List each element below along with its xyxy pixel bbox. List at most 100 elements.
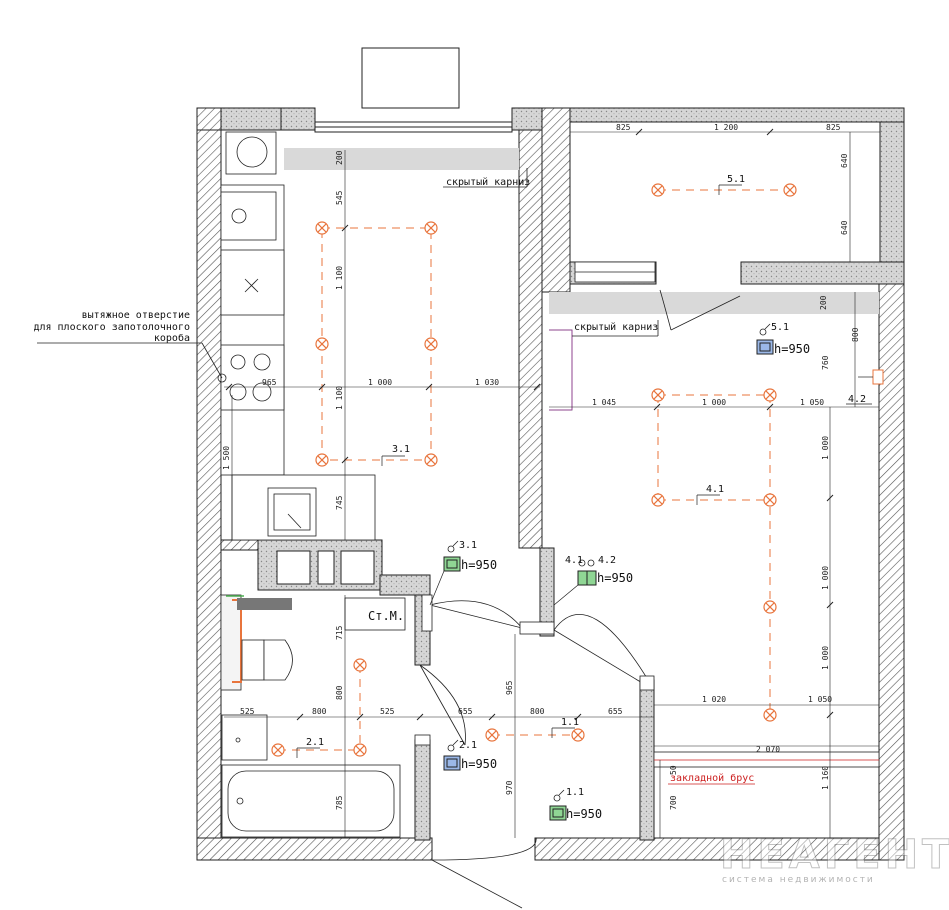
ceiling-lamp-icon [651,388,665,402]
ceiling-lamp-icon [485,728,499,742]
vent-label-line2: для плоского запотолочного [33,322,190,333]
ceiling-lamp-icon [763,600,777,614]
svg-text:1 000: 1 000 [702,398,726,407]
switch-5-1: 5.1 h=950 [756,322,810,356]
ceiling-lamp-icon [315,453,329,467]
svg-text:525: 525 [380,707,395,716]
ceiling-lamp-icon [424,453,438,467]
svg-text:785: 785 [335,795,344,810]
ceiling-lamp-icon [271,743,285,757]
wall-lamp-label: 4.2 [848,394,866,405]
light-group-label: 4.1 [706,484,724,495]
ceiling-lamp-icon [424,337,438,351]
svg-text:1 000: 1 000 [821,646,830,670]
vent-callout [37,342,227,383]
switch-height: h=950 [597,571,633,585]
switch-height: h=950 [461,757,497,771]
svg-text:825: 825 [616,123,631,132]
svg-text:760: 760 [821,355,830,370]
cornice-label-kitchen: скрытый карниз [446,176,530,188]
switch-id: 3.1 [459,540,477,551]
svg-text:800: 800 [312,707,327,716]
light-group-labels: 3.1 5.1 4.1 2.1 1.1 [296,174,745,758]
switch-id-2: 4.2 [598,555,616,566]
vent-label-line3: короба [154,332,190,344]
cornice-label-room: скрытый карниз [574,321,658,333]
ceiling-lamp-icon [651,493,665,507]
kitchen-window [314,47,513,133]
svg-text:1 050: 1 050 [800,398,824,407]
ceiling-lamp-icon [353,743,367,757]
svg-text:545: 545 [335,190,344,205]
ceiling-lamp-icon [763,388,777,402]
switch-id: 5.1 [771,322,789,333]
dimension-lines [224,131,880,838]
switch-height: h=950 [566,807,602,821]
svg-text:825: 825 [826,123,841,132]
watermark-brand: НЕАГЕНТ [720,832,949,878]
switch-3-1: 3.1 h=950 [429,540,497,606]
light-group-label: 2.1 [306,737,324,748]
light-group-label: 3.1 [392,444,410,455]
svg-text:800: 800 [335,685,344,700]
doors [414,594,655,909]
svg-text:640: 640 [840,153,849,168]
svg-text:200: 200 [819,295,828,310]
svg-text:800: 800 [530,707,545,716]
svg-text:50: 50 [669,765,678,775]
svg-text:655: 655 [608,707,623,716]
watermark: НЕАГЕНТ система недвижимости [720,832,949,886]
switch-id: 2.1 [459,740,477,751]
svg-text:715: 715 [335,625,344,640]
vent-label-line1: вытяжное отверстие [82,310,190,321]
dimension-ticks [225,128,834,721]
ceiling-lamp-icon [763,493,777,507]
svg-text:965: 965 [505,680,514,695]
light-group-label: 5.1 [727,174,745,185]
svg-text:1 000: 1 000 [821,566,830,590]
ceiling-lamp-icon [315,337,329,351]
svg-text:700: 700 [669,795,678,810]
svg-text:655: 655 [458,707,473,716]
svg-text:1 030: 1 030 [475,378,499,387]
light-group-label: 1.1 [561,717,579,728]
washer-label: Ст.М. [368,609,404,623]
wall-lamp-4-2: 4.2 [846,369,884,405]
svg-text:1 020: 1 020 [702,695,726,704]
switch-4-1-4-2: 4.1 4.2 h=950 [553,555,633,606]
svg-text:1 100: 1 100 [335,386,344,410]
ceiling-lamp-icon [651,183,665,197]
ceiling-lamps [271,183,797,757]
svg-text:525: 525 [240,707,255,716]
svg-text:800: 800 [851,327,860,342]
watermark-tagline: система недвижимости [722,875,875,885]
ceiling-lamp-icon [424,221,438,235]
dimension-texts: 825 1 200 825 640 640 200 545 1 100 1 10… [222,123,860,810]
switch-id: 1.1 [566,787,584,798]
svg-text:1 500: 1 500 [222,446,231,470]
svg-text:1 045: 1 045 [592,398,616,407]
ceiling-lamp-icon [571,728,585,742]
ceiling-lamp-icon [783,183,797,197]
room-interior [549,261,880,768]
shafts [276,550,375,585]
switches: 5.1 h=950 3.1 h=950 4.1 4.2 h=950 [429,322,810,821]
ceiling-lamp-icon [315,221,329,235]
svg-text:965: 965 [262,378,277,387]
svg-text:1 000: 1 000 [821,436,830,460]
svg-text:745: 745 [335,495,344,510]
svg-text:970: 970 [505,780,514,795]
switch-1-1: 1.1 h=950 [549,787,602,821]
svg-text:1 200: 1 200 [714,123,738,132]
kitchen-furniture [220,131,519,541]
beam-label: закладной брус [670,772,754,784]
svg-text:200: 200 [335,150,344,165]
svg-text:2 070: 2 070 [756,745,780,754]
switch-id: 4.1 [565,555,583,566]
ceiling-lamp-icon [763,708,777,722]
ceiling-lamp-icon [353,658,367,672]
bathroom-fixtures [220,594,406,838]
svg-text:1 100: 1 100 [335,266,344,290]
switch-height: h=950 [774,342,810,356]
